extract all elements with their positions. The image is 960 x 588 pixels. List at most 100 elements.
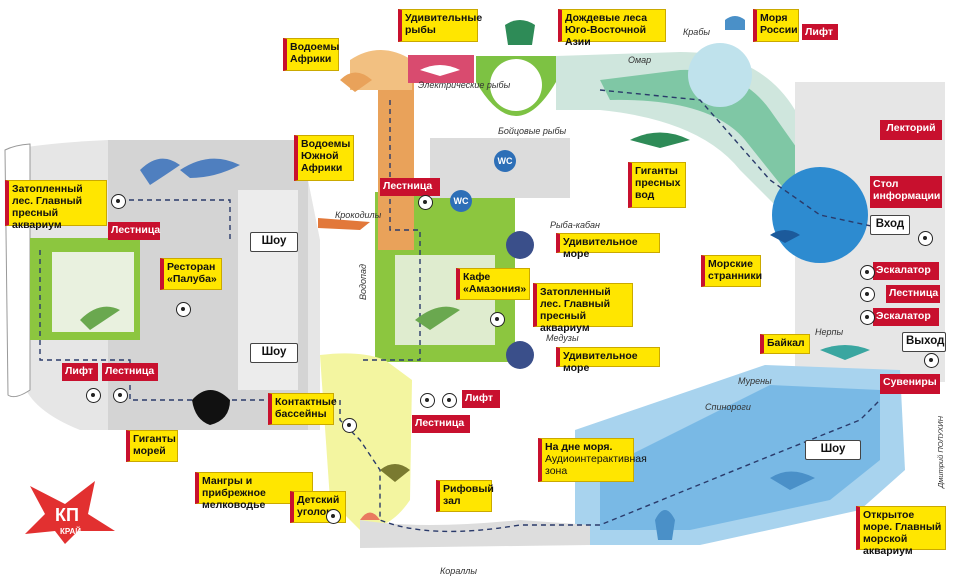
caption-waterfall: Водопад [358, 264, 368, 300]
pufferfish-icon [506, 231, 534, 259]
stairs-left-sign: Лестница [108, 222, 160, 240]
entrance-text: Вход [875, 218, 905, 230]
label-africa-waters: Водоемы Африки [283, 38, 339, 71]
marker-stairs-left [111, 194, 126, 209]
sea-wanderers-text: Морские странники [708, 258, 763, 282]
entrance-sign: Вход [870, 215, 910, 235]
coral-icon [360, 512, 380, 520]
marker-restaurant [176, 302, 191, 317]
stingray-icon [380, 464, 410, 482]
caption-spinorogi: Спинороги [705, 402, 751, 412]
stairs-bottom-text: Лестница [415, 417, 465, 429]
south-africa-corridor [378, 70, 414, 250]
whale-icon [180, 158, 240, 178]
stairs-mid-sign: Лестница [380, 178, 440, 196]
logo-star [25, 481, 115, 544]
lecture-hall-text: Лекторий [886, 122, 936, 134]
rain-forests-text: Дождевые леса Юго-Восточной Азии [565, 12, 648, 48]
caption-omar: Омар [628, 55, 652, 65]
wc-icon-2: WC [450, 190, 472, 212]
marker-contact-pools [342, 418, 357, 433]
caption-crabs: Крабы [683, 27, 710, 37]
ray-icon [770, 230, 800, 243]
shell-icon [655, 510, 675, 540]
orca-icon [192, 390, 230, 425]
label-kids-corner: Детский уголок [290, 491, 346, 523]
seas-russia-text: Моря России [760, 12, 798, 36]
stairs-right-text: Лестница [889, 287, 939, 299]
marker-stairs-right [860, 287, 875, 302]
show-mid-text: Шоу [261, 346, 287, 358]
route-line [39, 89, 891, 533]
caption-seals: Нерпы [815, 327, 844, 337]
label-open-sea: Открытое море. Главный морской аквариум [856, 506, 946, 557]
caption-corals: Кораллы [440, 566, 477, 576]
fighting-fish-center [490, 59, 542, 111]
label-flooded-forest-left: Затопленный лес. Главный пресный аквариу… [5, 180, 107, 231]
show-top-text: Шоу [261, 235, 287, 247]
flooded-forest-left-text: Затопленный лес. Главный пресный аквариу… [12, 183, 83, 231]
baikal-text: Байкал [767, 337, 805, 349]
mangroves-text: Мангры и прибрежное мелководье [202, 475, 266, 511]
dolphin-icon [140, 158, 180, 185]
arapaima-icon [80, 306, 120, 330]
stairs-left2-text: Лестница [105, 365, 155, 377]
info-desk-text: Стол информации [873, 178, 941, 202]
lecture-hall-sign: Лекторий [880, 120, 942, 140]
escalator-1-text: Эскалатор [876, 264, 931, 276]
crab-icon [725, 16, 745, 30]
south-africa-waters-text: Водоемы Южной Африки [301, 138, 351, 174]
shark-icon [770, 471, 815, 490]
fish-mid-icon [415, 306, 460, 330]
sea-wanderers-room [772, 167, 868, 263]
label-cafe: Кафе «Амазония» [456, 268, 530, 300]
escalator-2-text: Эскалатор [876, 310, 931, 322]
jellyfish-icon [506, 341, 534, 369]
label-freshwater-giants: Гиганты пресных вод [628, 162, 686, 208]
stairs-right-sign: Лестница [886, 285, 940, 303]
exit-text: Выход [906, 335, 945, 347]
kids-corner-text: Детский уголок [297, 494, 340, 518]
wc-icon: WC [494, 150, 516, 172]
freshwater-giants-text: Гиганты пресных вод [635, 165, 681, 201]
label-reef-hall: Рифовый зал [436, 480, 494, 512]
caption-crocodiles: Крокодилы [335, 210, 382, 220]
show-mid-sign: Шоу [250, 343, 298, 363]
label-amazing-fish: Удивительные рыбы [398, 9, 482, 42]
show-bottom-sign: Шоу [805, 440, 861, 460]
escalator-2-sign: Эскалатор [873, 308, 939, 326]
marker-stairs-mid [418, 195, 433, 210]
marker-escalator-2 [860, 310, 875, 325]
marker-lift-left [86, 388, 101, 403]
amazing-fish-text: Удивительные рыбы [405, 12, 483, 36]
label-rain-forests: Дождевые леса Юго-Восточной Азии [558, 9, 666, 48]
reef-corridor [360, 520, 590, 548]
africa-fish-icon [340, 72, 372, 92]
sea-bottom-sub-text: Аудиоинтерактивная зона [545, 453, 647, 477]
escalator-1-sign: Эскалатор [873, 262, 939, 280]
stairs-bottom-sign: Лестница [412, 415, 470, 433]
label-contact-pools: Контактные бассейны [268, 393, 337, 425]
label-sea-giants: Гиганты морей [126, 430, 178, 462]
restaurant-text: Ресторан «Палуба» [167, 261, 217, 285]
lift-top-sign: Лифт [802, 24, 838, 40]
crocodile-icon [318, 218, 370, 230]
exit-sign: Выход [902, 332, 946, 352]
marker-stairs-left2 [113, 388, 128, 403]
lift-top-text: Лифт [805, 26, 834, 38]
label-restaurant: Ресторан «Палуба» [160, 258, 222, 290]
label-flooded-forest-mid: Затопленный лес. Главный пресный аквариу… [533, 283, 633, 334]
caption-electric-fish: Электрические рыбы [418, 80, 511, 90]
lift-left-text: Лифт [65, 365, 94, 377]
caption-jellyfish: Медузы [546, 333, 579, 343]
caption-fighting-fish: Бойцовые рыбы [498, 126, 567, 136]
stairs-left-text: Лестница [111, 224, 161, 236]
caption-morays: Мурены [738, 376, 772, 386]
logo-text: КП [55, 505, 79, 525]
show-bottom-text: Шоу [820, 443, 846, 455]
label-amazing-sea-1: Удивительное море [556, 233, 660, 260]
marker-cafe [490, 312, 505, 327]
cafe-text: Кафе «Амазония» [463, 271, 527, 295]
contact-pools-area [320, 353, 412, 530]
